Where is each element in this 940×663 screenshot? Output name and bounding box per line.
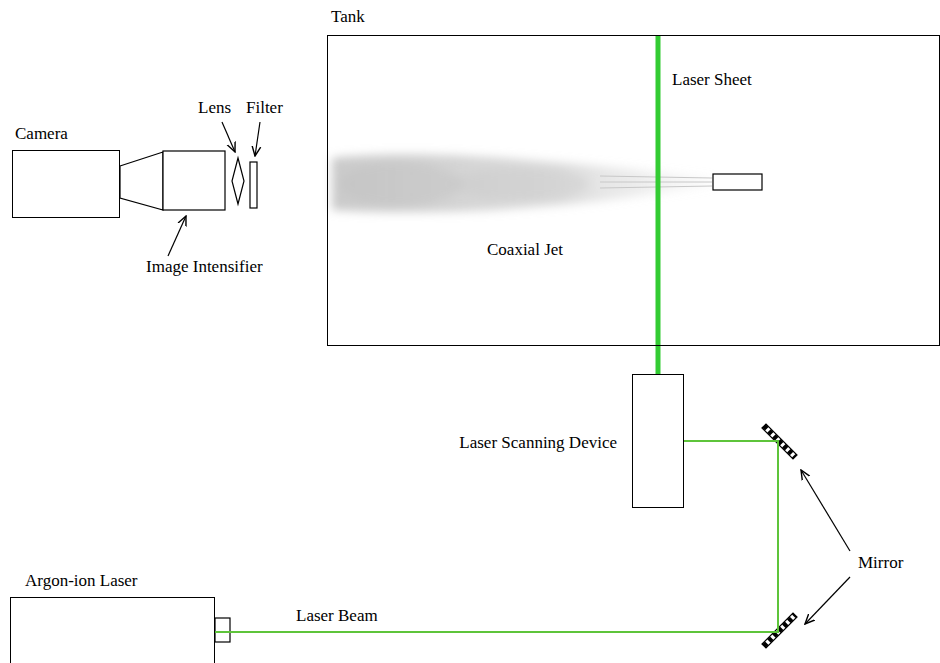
leader-arrow [222, 122, 235, 152]
node-label: Tank [331, 7, 365, 27]
part-label: Coaxial Jet [487, 240, 563, 260]
part-label: Image Intensifier [146, 257, 263, 277]
leader-arrow [805, 577, 850, 624]
part-label: Mirror [858, 553, 903, 573]
leader-arrow [801, 470, 850, 551]
jet-plume [332, 154, 712, 212]
mirror-bottom [762, 613, 797, 648]
part-label: Laser Sheet [672, 70, 752, 90]
image-intensifier [163, 151, 225, 210]
leader-arrow [255, 122, 260, 156]
node-label: Camera [15, 124, 68, 144]
node-label: Argon-ion Laser [25, 571, 138, 591]
part-label: Filter [246, 98, 283, 118]
node-label: Laser Scanning Device [459, 433, 617, 453]
scanner-box: Laser Scanning Device [632, 374, 684, 508]
laser-box: Argon-ion Laser [10, 597, 215, 663]
beam-label: Laser Beam [294, 606, 380, 626]
part-label: Lens [198, 98, 231, 118]
laser-aperture [215, 618, 230, 642]
tank-outline: Tank [327, 35, 940, 346]
camera-box: Camera [12, 150, 120, 218]
laser-sheet [656, 35, 661, 346]
lens-symbol [232, 158, 244, 204]
leader-arrow [168, 216, 186, 256]
laser-sheet [656, 346, 661, 374]
camera-taper [120, 152, 163, 210]
filter-symbol [250, 162, 257, 208]
laser-beam [215, 441, 778, 632]
jet-nozzle [713, 174, 762, 190]
